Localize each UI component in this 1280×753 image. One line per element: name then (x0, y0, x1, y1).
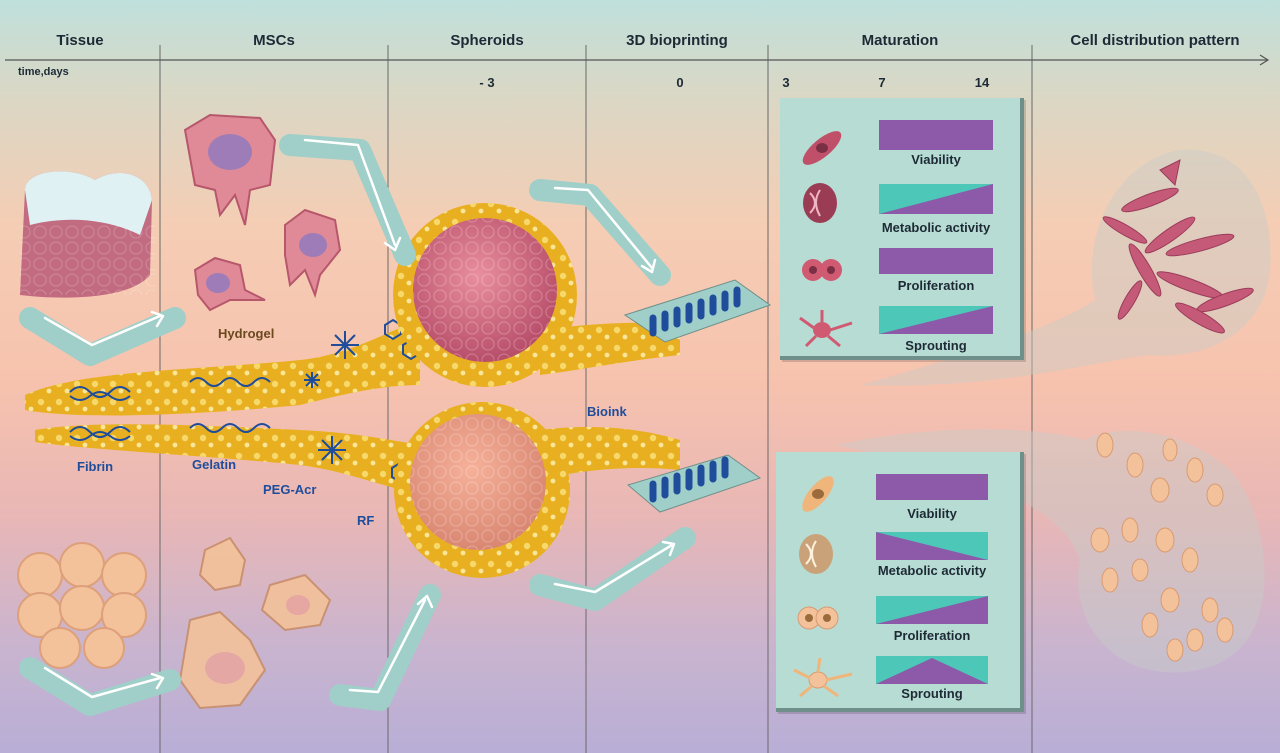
viability-bar (876, 474, 988, 500)
sprouting-cell-icon (793, 657, 853, 698)
bioink-strand-top (540, 322, 680, 375)
arrow-tooth-to-msc (19, 307, 186, 366)
printed-construct-top (623, 279, 772, 343)
hydrogel-strand-top (25, 320, 420, 416)
bioink-strand-bottom (540, 427, 680, 480)
column-header-tissue: Tissue (56, 32, 104, 49)
maturation-panel-top: Viability Metabolic activity Proliferati… (780, 98, 1024, 360)
fibrin-label: Fibrin (77, 459, 114, 474)
metric-label-sprouting: Sprouting (905, 338, 967, 353)
maturation-panel-bottom: Viability Metabolic activity Proliferati… (776, 452, 1024, 712)
metric-label-metabolic-activity: Metabolic activity (877, 563, 987, 578)
spheroid-top (393, 203, 577, 387)
metric-label-proliferation: Proliferation (897, 278, 975, 293)
arrow-msc-to-spheroid-bottom (329, 584, 441, 711)
sprouting-bar (879, 306, 993, 334)
column-header-maturation: Maturation (861, 32, 939, 49)
column-header-mscs: MSCs (253, 32, 295, 49)
cartilage-tissue-icon (17, 542, 147, 669)
distribution-cells-bottom-icon (1090, 432, 1234, 662)
distribution-cells-top-icon (1102, 159, 1254, 334)
peg-acr-star-icon (304, 331, 359, 464)
rf-label: RF (357, 513, 375, 528)
arrow-spheroid-to-print-bottom (529, 527, 696, 611)
timeline-tick: 14 (974, 75, 990, 90)
metric-label-viability: Viability (907, 506, 957, 521)
metric-label-viability: Viability (911, 152, 961, 167)
spheroid-bottom (394, 402, 570, 578)
gelatin-fibers-icon (189, 377, 271, 433)
peg-acr-label: PEG-Acr (263, 482, 317, 497)
hydrogel-label: Hydrogel (218, 326, 275, 341)
pattern-bubble-top (860, 149, 1271, 386)
maturation-panel-bottom-graphics (793, 474, 988, 698)
viability-bar (879, 120, 993, 150)
maturation-panel-top-graphics (799, 120, 993, 348)
arrow-spheroid-to-print-top (529, 179, 671, 286)
msc-cells-top-icon (183, 113, 342, 312)
sprouting-bar (876, 658, 988, 684)
timeline-arrow (5, 54, 1270, 66)
timeline-label: time,days (18, 66, 69, 78)
dividing-cell-icon (797, 606, 839, 630)
printed-construct-bottom (626, 454, 762, 513)
bioink-label: Bioink (587, 404, 627, 419)
elongated-cell-icon (802, 131, 842, 165)
proliferation-bar (876, 596, 988, 624)
gelatin-label: Gelatin (192, 457, 237, 472)
timeline-tick: 7 (878, 75, 886, 90)
column-header-spheroids: Spheroids (450, 32, 524, 49)
fibrin-fibers-icon (69, 386, 131, 441)
column-header-3d-bioprinting: 3D bioprinting (626, 32, 728, 49)
timeline-tick: - 3 (479, 75, 495, 90)
msc-cells-bottom-icon (178, 536, 332, 710)
arrow-msc-to-spheroid (279, 134, 416, 266)
column-dividers (159, 45, 1033, 753)
timeline-tick: 3 (782, 75, 790, 90)
timeline-tick: 0 (676, 75, 684, 90)
arrow-cartilage-to-msc (19, 657, 181, 716)
metabolic-activity-bar (876, 532, 988, 560)
metric-label-sprouting: Sprouting (901, 686, 963, 701)
mitochondria-cell-icon (799, 534, 833, 574)
dividing-cell-icon (802, 259, 842, 281)
sprouting-cell-icon (799, 310, 853, 348)
mitochondria-cell-icon (803, 183, 837, 223)
metabolic-activity-bar (879, 184, 993, 214)
metric-label-proliferation: Proliferation (893, 628, 971, 643)
flow-arrows (19, 134, 696, 716)
proliferation-bar (879, 248, 993, 274)
metric-label-metabolic-activity: Metabolic activity (881, 220, 991, 235)
column-header-cell-distribution: Cell distribution pattern (1070, 32, 1240, 49)
tooth-tissue-icon (20, 171, 155, 298)
elongated-cell-icon (802, 476, 834, 512)
